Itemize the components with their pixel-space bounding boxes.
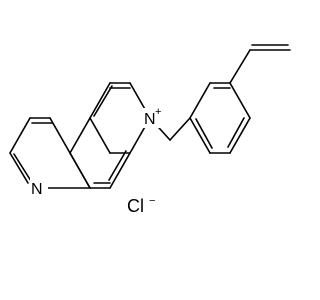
bond [229,49,251,84]
bond [195,118,213,149]
bond [69,117,91,154]
structure-diagram: N N + Cl − [9,44,291,216]
bond [49,117,71,154]
bond [189,82,211,119]
atom-labels: N N + Cl − [30,106,161,216]
bond [13,153,32,182]
pyridinium-charge: + [155,106,161,118]
bond [189,117,211,154]
bond [229,117,251,154]
ring-nitrogen-label: N [31,181,43,198]
bond [108,150,127,181]
counterion-label: Cl [127,196,144,216]
pyridinium-nitrogen-label: N [144,111,156,128]
bond [169,117,191,141]
bond [89,82,111,119]
bond [227,117,245,148]
bond [93,85,113,117]
atom-label-background [30,178,48,198]
bond [69,152,91,189]
bond [9,117,31,154]
bonds [9,44,291,189]
bond [229,82,251,119]
bond [89,117,111,154]
counterion-charge: − [149,195,155,207]
bond [9,152,29,184]
atom-label-background [142,108,160,128]
bond [109,152,131,189]
